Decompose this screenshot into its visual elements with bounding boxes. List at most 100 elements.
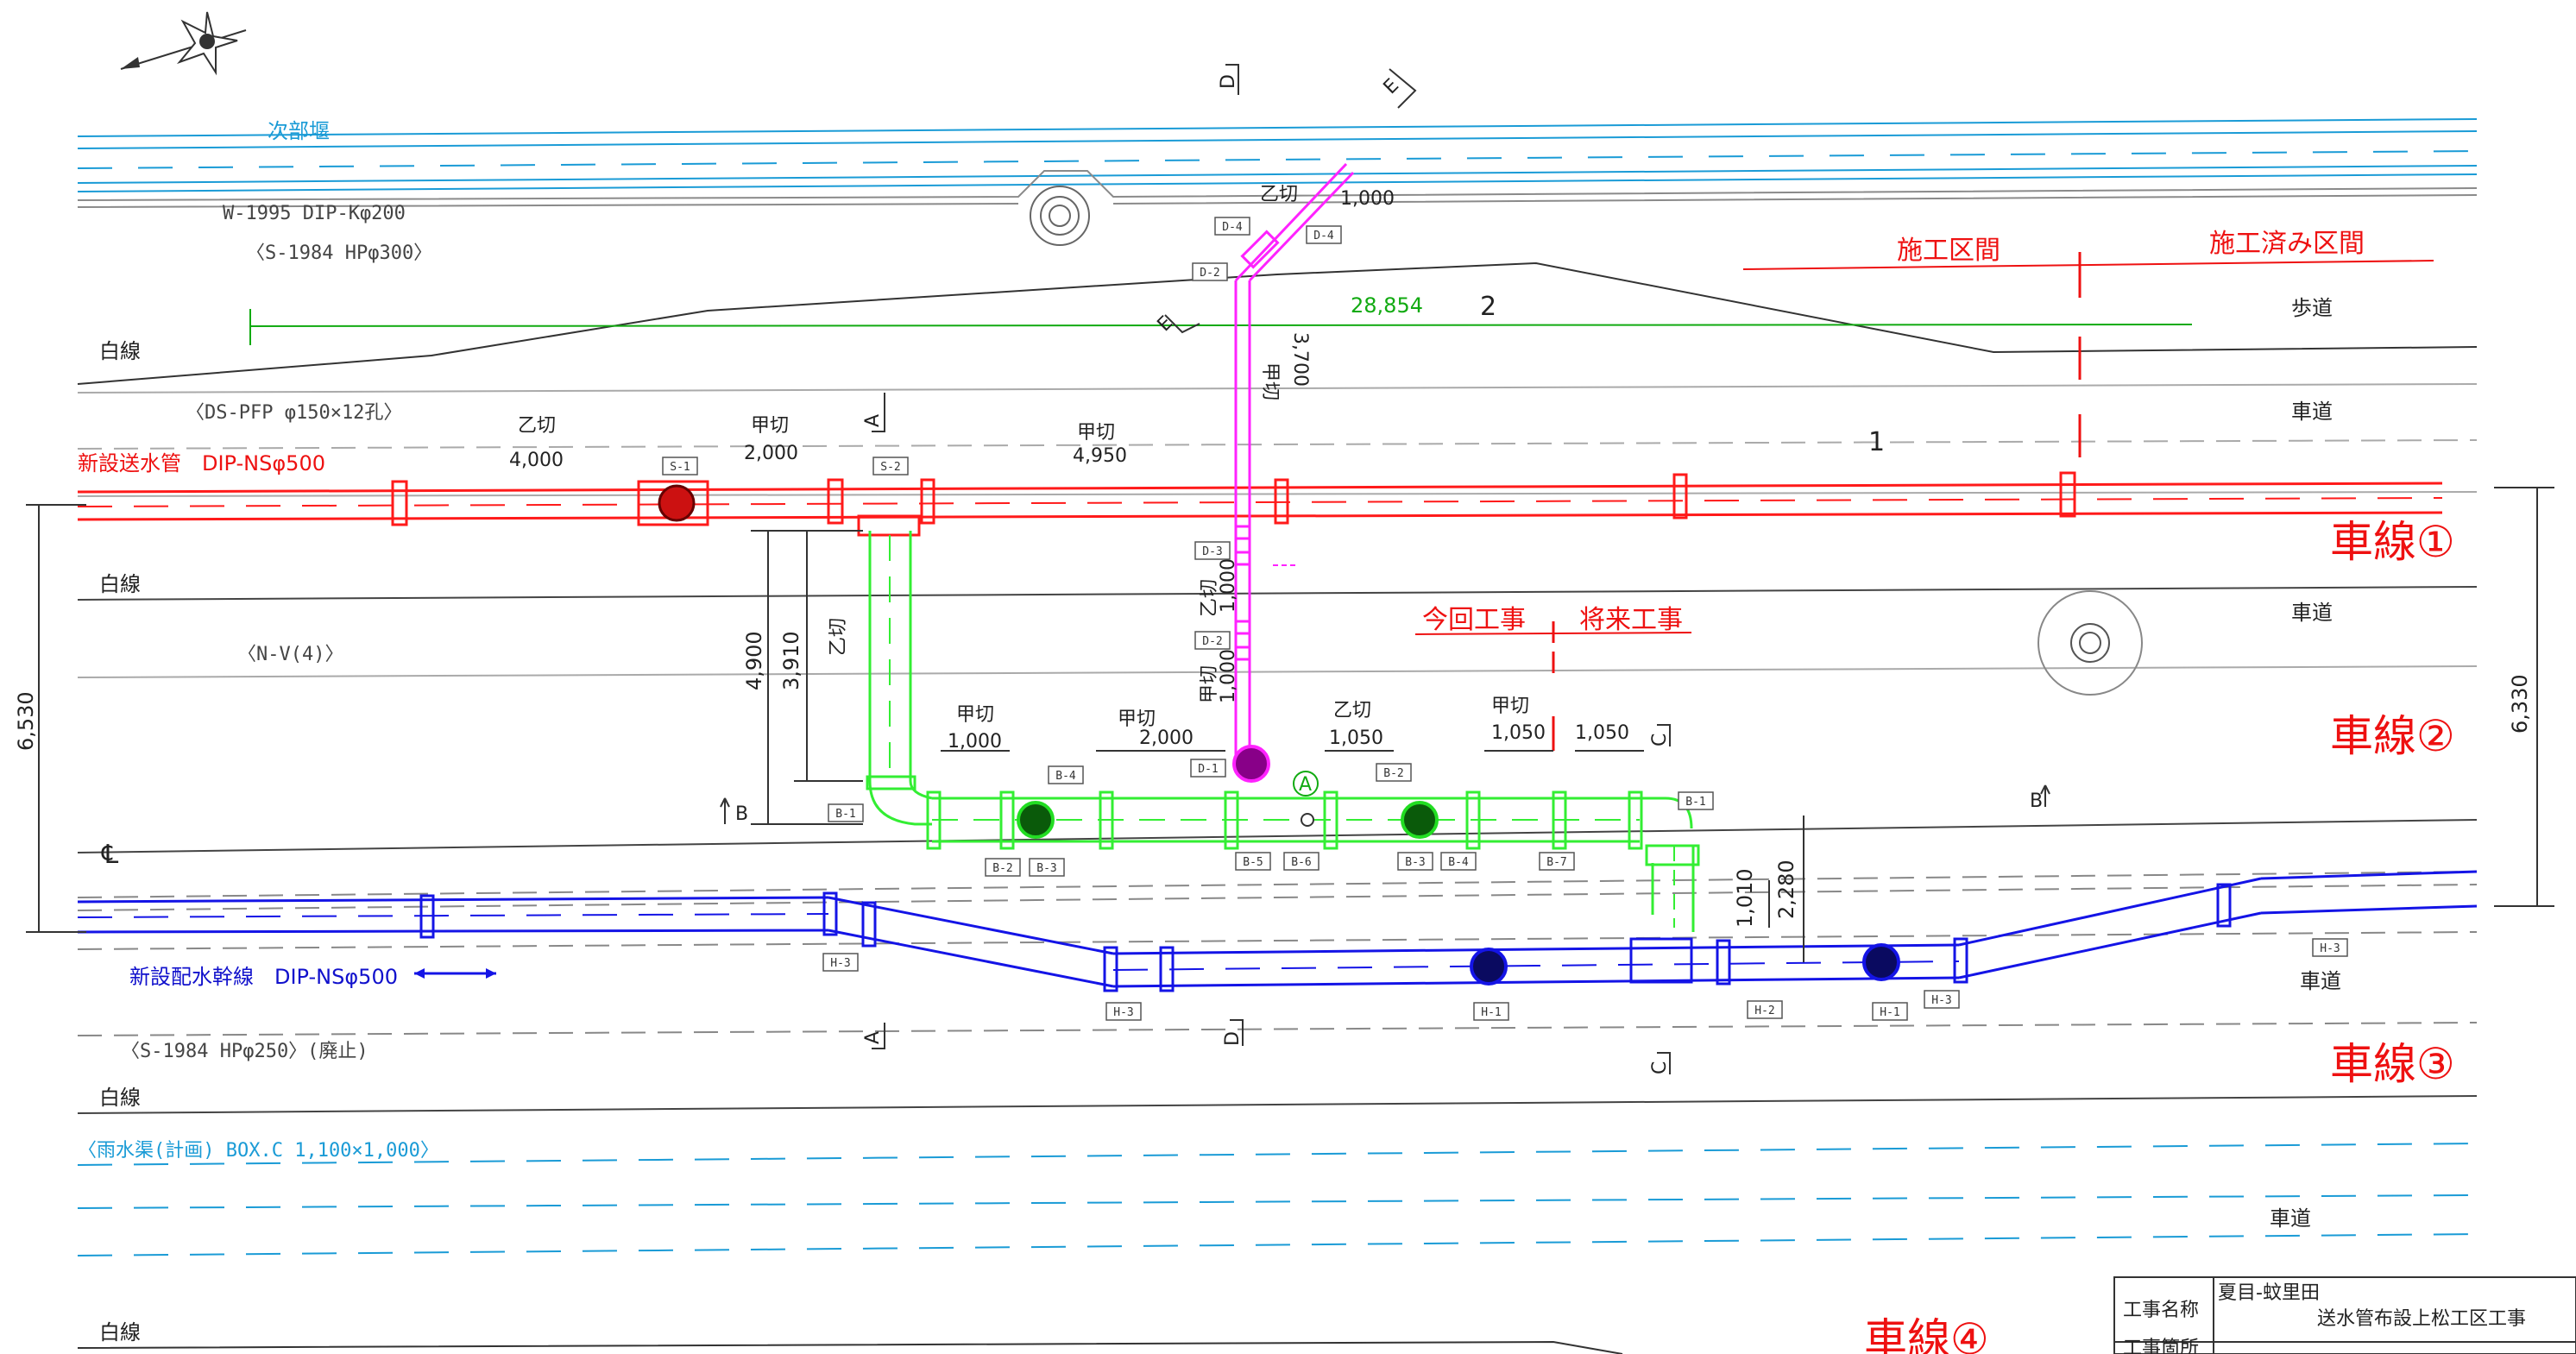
dim-4900: 4,900: [742, 631, 766, 690]
lane4-label: 車線④: [1864, 1314, 1989, 1354]
svg-text:B-2: B-2: [992, 862, 1012, 875]
cut-1000-vert-b: 1,000: [1218, 649, 1239, 703]
svg-text:H-2: H-2: [1754, 1004, 1774, 1017]
cut-1050-b: 1,050: [1491, 722, 1546, 744]
svg-text:B-1: B-1: [835, 808, 855, 821]
white-line-label-4: 白線: [99, 1320, 141, 1345]
sidewalk-edge: [77, 261, 2478, 385]
cut-1050-c: 1,050: [1575, 722, 1629, 744]
cut-1000-top: 1,000: [1340, 188, 1395, 210]
new-distribution-pipe: [77, 870, 2478, 992]
green-dimension-label: 28,854: [1351, 293, 1423, 318]
lane2-label: 車線②: [2330, 711, 2455, 761]
valve-d1-icon: [1232, 745, 1270, 783]
cut-4000: 4,000: [509, 450, 564, 471]
center-mark: ℄: [101, 840, 118, 870]
dim-6330: 6,330: [2508, 674, 2532, 734]
nv-label: 〈N-V(4)〉: [237, 644, 343, 665]
svg-text:H-3: H-3: [1113, 1006, 1133, 1019]
construction-section-label: 施工区間: [1897, 236, 2000, 266]
roadway-label-2: 車道: [2291, 601, 2333, 625]
sewer1-label: W-1995 DIP-Kφ200: [223, 203, 406, 224]
white-line-label-3: 白線: [99, 1086, 141, 1110]
cut-kou-vert: 甲切: [1259, 362, 1281, 400]
cut-otsu-2: 乙切: [1333, 700, 1371, 721]
cut-3700: 3,700: [1289, 332, 1311, 387]
valve-b-left-icon: [1017, 801, 1055, 839]
num-2-label: 2: [1480, 292, 1496, 322]
lane1-label: 車線①: [2330, 517, 2455, 567]
section-e-mid: E: [1154, 312, 1178, 337]
section-a-top: A: [862, 414, 884, 427]
svg-text:B-3: B-3: [1036, 862, 1056, 875]
svg-text:H-3: H-3: [1931, 994, 1951, 1007]
valve-b-right-icon: [1401, 801, 1439, 839]
cut-kou-2: 甲切: [1077, 422, 1115, 444]
section-b-right: B: [2030, 790, 2043, 812]
svg-text:B-7: B-7: [1546, 856, 1566, 869]
section-b-left: B: [735, 803, 748, 825]
num-1-label: 1: [1868, 427, 1885, 457]
white-line-label-1: 白線: [99, 339, 141, 363]
white-line-label-2: 白線: [99, 572, 141, 596]
green-branch-pipe: [866, 531, 1700, 932]
dist-pipe-label: 新設配水幹線 DIP-NSφ500: [129, 965, 398, 989]
dim-3910: 3,910: [779, 631, 803, 690]
cut-otsu-green: 乙切: [828, 618, 849, 656]
valve-s1-icon: [658, 484, 696, 522]
new-pipe-label: 新設送水管 DIP-NSφ500: [78, 451, 325, 475]
manhole-icon: [1030, 186, 1090, 246]
svg-text:H-3: H-3: [2320, 942, 2340, 955]
svg-text:B-4: B-4: [1055, 770, 1076, 783]
svg-text:H-3: H-3: [830, 957, 850, 970]
new-transmission-pipe: [77, 471, 2443, 537]
title-label: 工事名称: [2123, 1300, 2199, 1321]
svg-text:H-1: H-1: [1880, 1006, 1899, 1019]
construction-done-label: 施工済み区間: [2209, 229, 2365, 259]
svg-text:H-1: H-1: [1481, 1006, 1501, 1019]
manhole2-icon: [2037, 590, 2143, 696]
svg-text:D-4: D-4: [1222, 221, 1243, 234]
svg-text:B-5: B-5: [1243, 856, 1263, 869]
section-d-bottom: D: [1222, 1031, 1244, 1046]
construction-section-line: [1742, 260, 2434, 270]
valve-h1-icon: [1470, 948, 1508, 986]
section-c-bottom: C: [1649, 1061, 1671, 1074]
marker-a-label: A: [1299, 774, 1312, 796]
cut-kou-4: 甲切: [1118, 708, 1156, 730]
cut-otsu-top: 乙切: [1260, 184, 1298, 205]
svg-text:D-4: D-4: [1313, 230, 1334, 242]
svg-text:S-1: S-1: [670, 461, 690, 474]
dim-2280: 2,280: [1774, 860, 1798, 919]
cut-2000-a: 2,000: [744, 443, 798, 464]
cut-1000-a: 1,000: [948, 731, 1002, 753]
cut-kou-5: 甲切: [1491, 696, 1529, 717]
cut-kou-vert-2: 甲切: [1199, 665, 1220, 703]
river-label: 次部堰: [268, 119, 330, 143]
this-work-label: 今回工事: [1422, 605, 1526, 635]
lane3-label: 車線③: [2330, 1039, 2455, 1089]
roadway-label-4: 車道: [2270, 1206, 2311, 1231]
section-a-bottom: A: [862, 1031, 884, 1044]
cut-1050-a: 1,050: [1329, 727, 1383, 749]
sidewalk-label: 歩道: [2291, 296, 2333, 320]
roadway-label-1: 車道: [2291, 400, 2333, 424]
north-arrow-icon: [120, 11, 247, 76]
title-label2: 工事箇所: [2123, 1338, 2199, 1354]
white-line-2: [77, 586, 2478, 601]
svg-text:D-2: D-2: [1200, 267, 1219, 280]
cut-kou-3: 甲切: [956, 704, 994, 726]
svg-text:D-2: D-2: [1202, 635, 1222, 648]
s1984-label: 〈S-1984 HPφ250〉(廃止): [121, 1041, 368, 1062]
roadway-label-3: 車道: [2300, 969, 2341, 993]
section-markers: [720, 64, 2050, 1074]
dim-6530: 6,530: [14, 691, 38, 751]
cut-2000-b: 2,000: [1139, 727, 1194, 749]
svg-text:D-3: D-3: [1202, 545, 1222, 558]
svg-text:B-3: B-3: [1405, 856, 1425, 869]
fitting-tags: S-1 S-2 D-4 D-4 D-2 D-3 D-2 D-1 B-1 B-4 …: [662, 217, 2348, 1021]
sewer-line: [77, 170, 2478, 201]
sewer2-label: 〈S-1984 HPφ300〉: [246, 242, 432, 264]
river-lines: [77, 118, 2478, 192]
